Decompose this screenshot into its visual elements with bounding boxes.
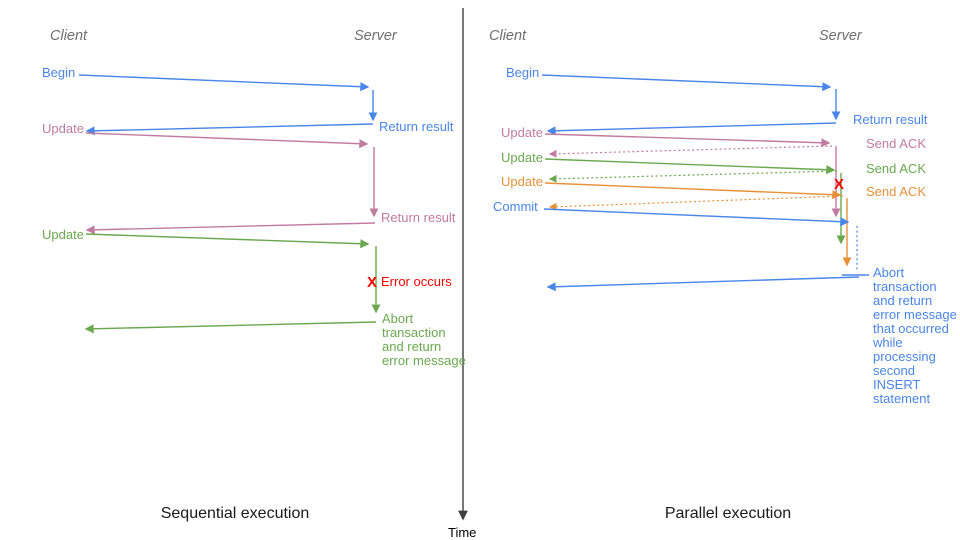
left-begin-label: Begin: [42, 65, 75, 80]
right-error-x-mark: X: [834, 176, 844, 193]
right-return-result-line: [546, 122, 837, 136]
right-update-1-request-line: [544, 133, 831, 148]
right-abort-return-line: [546, 276, 860, 292]
right-abort-line-10: statement: [873, 391, 930, 406]
right-abort-line-7: processing: [873, 349, 936, 364]
right-return-result-label: Return result: [853, 112, 928, 127]
right-ack-2-dotted-line: [548, 170, 838, 183]
time-axis-label: Time: [448, 525, 476, 540]
right-abort-line-3: and return: [873, 293, 932, 308]
right-send-ack-2-label: Send ACK: [866, 161, 926, 176]
left-abort-line-4: error message: [382, 353, 466, 368]
right-abort-line-5: that occurred: [873, 321, 949, 336]
left-update-1-label: Update: [42, 121, 84, 136]
left-caption: Sequential execution: [161, 505, 310, 522]
sequential-panel: Client Server Begin Return result Update…: [42, 28, 466, 522]
right-abort-line-4: error message: [873, 307, 957, 322]
right-server-header: Server: [819, 28, 863, 44]
right-abort-line-1: Abort: [873, 265, 904, 280]
right-abort-line-9: INSERT: [873, 377, 920, 392]
left-client-header: Client: [50, 28, 88, 44]
right-begin-label: Begin: [506, 65, 539, 80]
left-return-result-1-label: Return result: [379, 119, 454, 134]
left-abort-line-1: Abort: [382, 311, 413, 326]
left-return-result-2-line: [85, 222, 376, 235]
left-update-2-label: Update: [42, 227, 84, 242]
right-update-1-label: Update: [501, 125, 543, 140]
right-ack-1-dotted-line: [548, 145, 833, 158]
left-error-x-mark: X: [367, 274, 377, 291]
right-abort-line-8: second: [873, 363, 915, 378]
right-update-3-label: Update: [501, 174, 543, 189]
right-update-3-request-line: [544, 182, 842, 200]
left-abort-line-3: and return: [382, 339, 441, 354]
left-abort-line-2: transaction: [382, 325, 446, 340]
left-server-header: Server: [354, 28, 398, 44]
left-return-result-1-line: [85, 123, 374, 136]
left-error-label: Error occurs: [381, 274, 452, 289]
right-update-2-label: Update: [501, 150, 543, 165]
left-begin-request-line: [78, 74, 370, 92]
left-update-1-request-line: [85, 132, 369, 149]
right-client-header: Client: [489, 28, 527, 44]
left-update-2-request-line: [85, 233, 370, 249]
right-update-2-request-line: [544, 158, 836, 175]
right-commit-request-line: [543, 208, 850, 227]
right-send-ack-3-label: Send ACK: [866, 184, 926, 199]
right-begin-request-line: [541, 74, 832, 92]
right-ack-3-dotted-line: [548, 195, 844, 211]
right-abort-line-6: while: [872, 335, 903, 350]
parallel-panel: Client Server Begin Return result Update…: [489, 28, 957, 522]
right-caption: Parallel execution: [665, 505, 791, 522]
right-send-ack-1-label: Send ACK: [866, 136, 926, 151]
left-return-result-2-label: Return result: [381, 210, 456, 225]
right-commit-label: Commit: [493, 199, 538, 214]
left-abort-return-line: [84, 321, 377, 334]
right-abort-line-2: transaction: [873, 279, 937, 294]
